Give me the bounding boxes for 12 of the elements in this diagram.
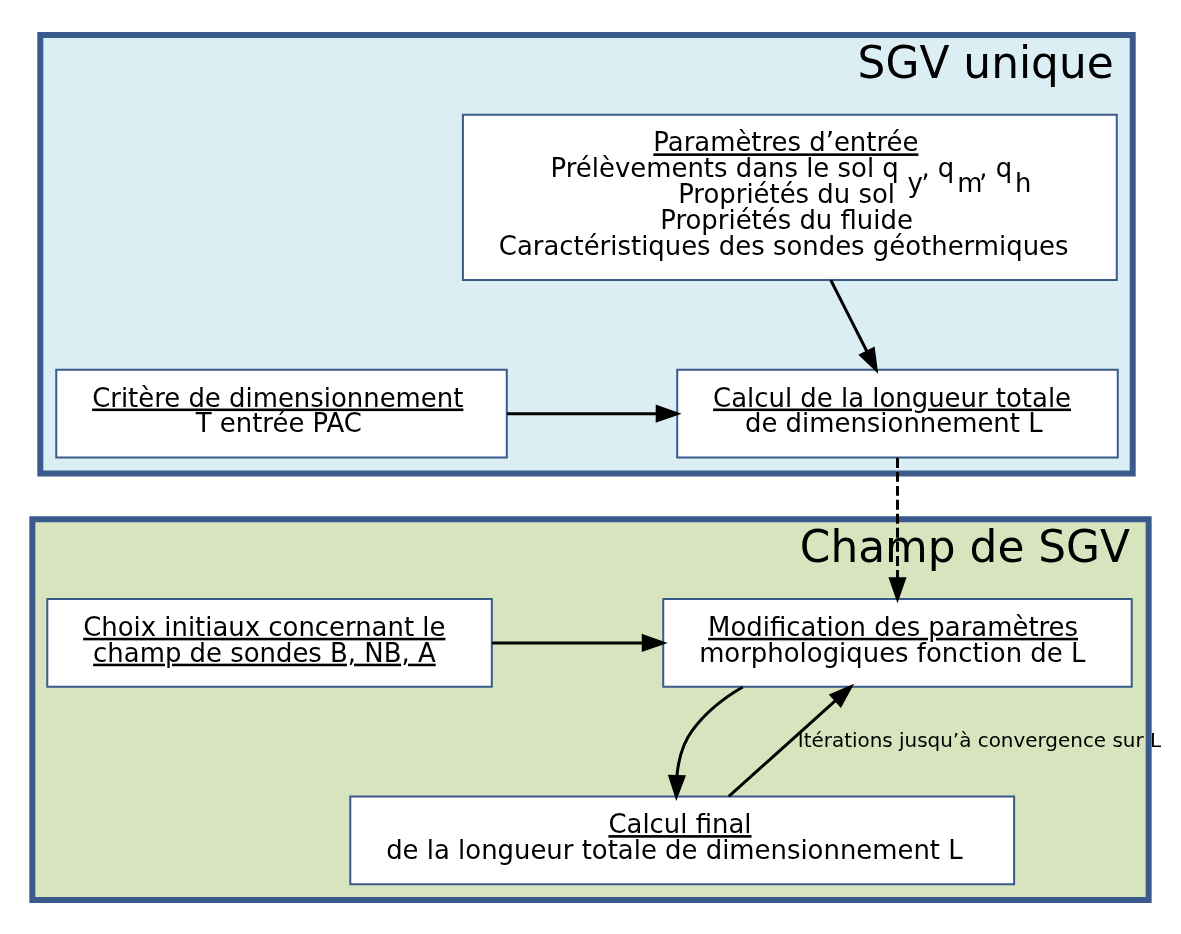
arrow (888, 457, 907, 603)
arrow (727, 683, 855, 797)
node-box: Calcul final de la longueur totale de dimensionnement L (349, 794, 1016, 885)
node-box: Calcul de la longueur totale de dimensionnement L (676, 368, 1119, 459)
node-box: Modification des paramètres morphologiques fonction de L (662, 597, 1133, 688)
edge-label: Itérations jusqu’à convergence sur L (797, 728, 1162, 752)
node-box: Critère de dimensionnement T entrée PAC (55, 368, 508, 459)
arrow (507, 404, 682, 423)
arrow (667, 685, 744, 801)
node-box: Choix initiaux concernant le champ de sondes B, NB, A (46, 597, 493, 688)
arrow (492, 633, 668, 652)
arrow (829, 279, 879, 374)
